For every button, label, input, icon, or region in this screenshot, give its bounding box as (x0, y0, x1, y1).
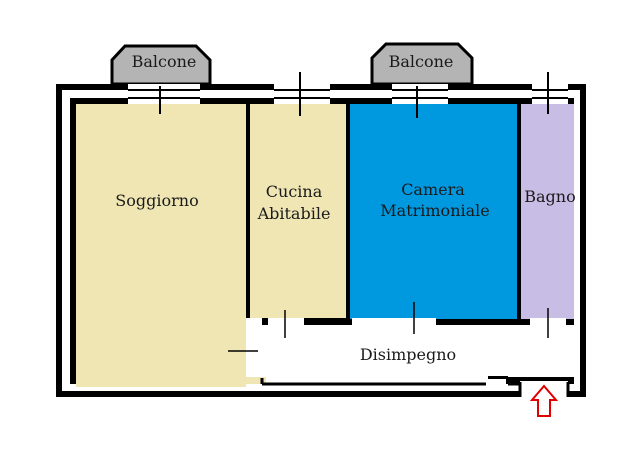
room-bagno-label: Bagno (524, 187, 575, 206)
window-soggiorno (128, 84, 200, 114)
room-camera-label-line1: Camera (401, 180, 465, 199)
door-camera (352, 318, 436, 327)
window-bagno (532, 72, 568, 114)
window-camera (392, 84, 448, 118)
window-cucina (274, 72, 330, 116)
room-soggiorno (76, 104, 246, 387)
room-cucina (250, 104, 346, 318)
room-disimpegno (260, 325, 574, 377)
room-cucina-label-line1: Cucina (266, 182, 323, 201)
balcony-left-label: Balcone (132, 52, 197, 71)
balcony-right-label: Balcone (389, 52, 454, 71)
room-camera-label-line2: Matrimoniale (380, 201, 489, 220)
arrow-up-icon (529, 384, 559, 417)
room-disimpegno-label: Disimpegno (360, 345, 456, 364)
door-soggiorno (246, 327, 262, 377)
room-cucina-label-line2: Abitabile (257, 204, 331, 223)
room-bagno (521, 104, 574, 319)
room-soggiorno-label: Soggiorno (115, 191, 198, 210)
room-camera (350, 104, 517, 319)
door-cucina (268, 318, 304, 327)
balcony-left: Balcone (110, 44, 212, 86)
balcony-right: Balcone (370, 42, 474, 86)
